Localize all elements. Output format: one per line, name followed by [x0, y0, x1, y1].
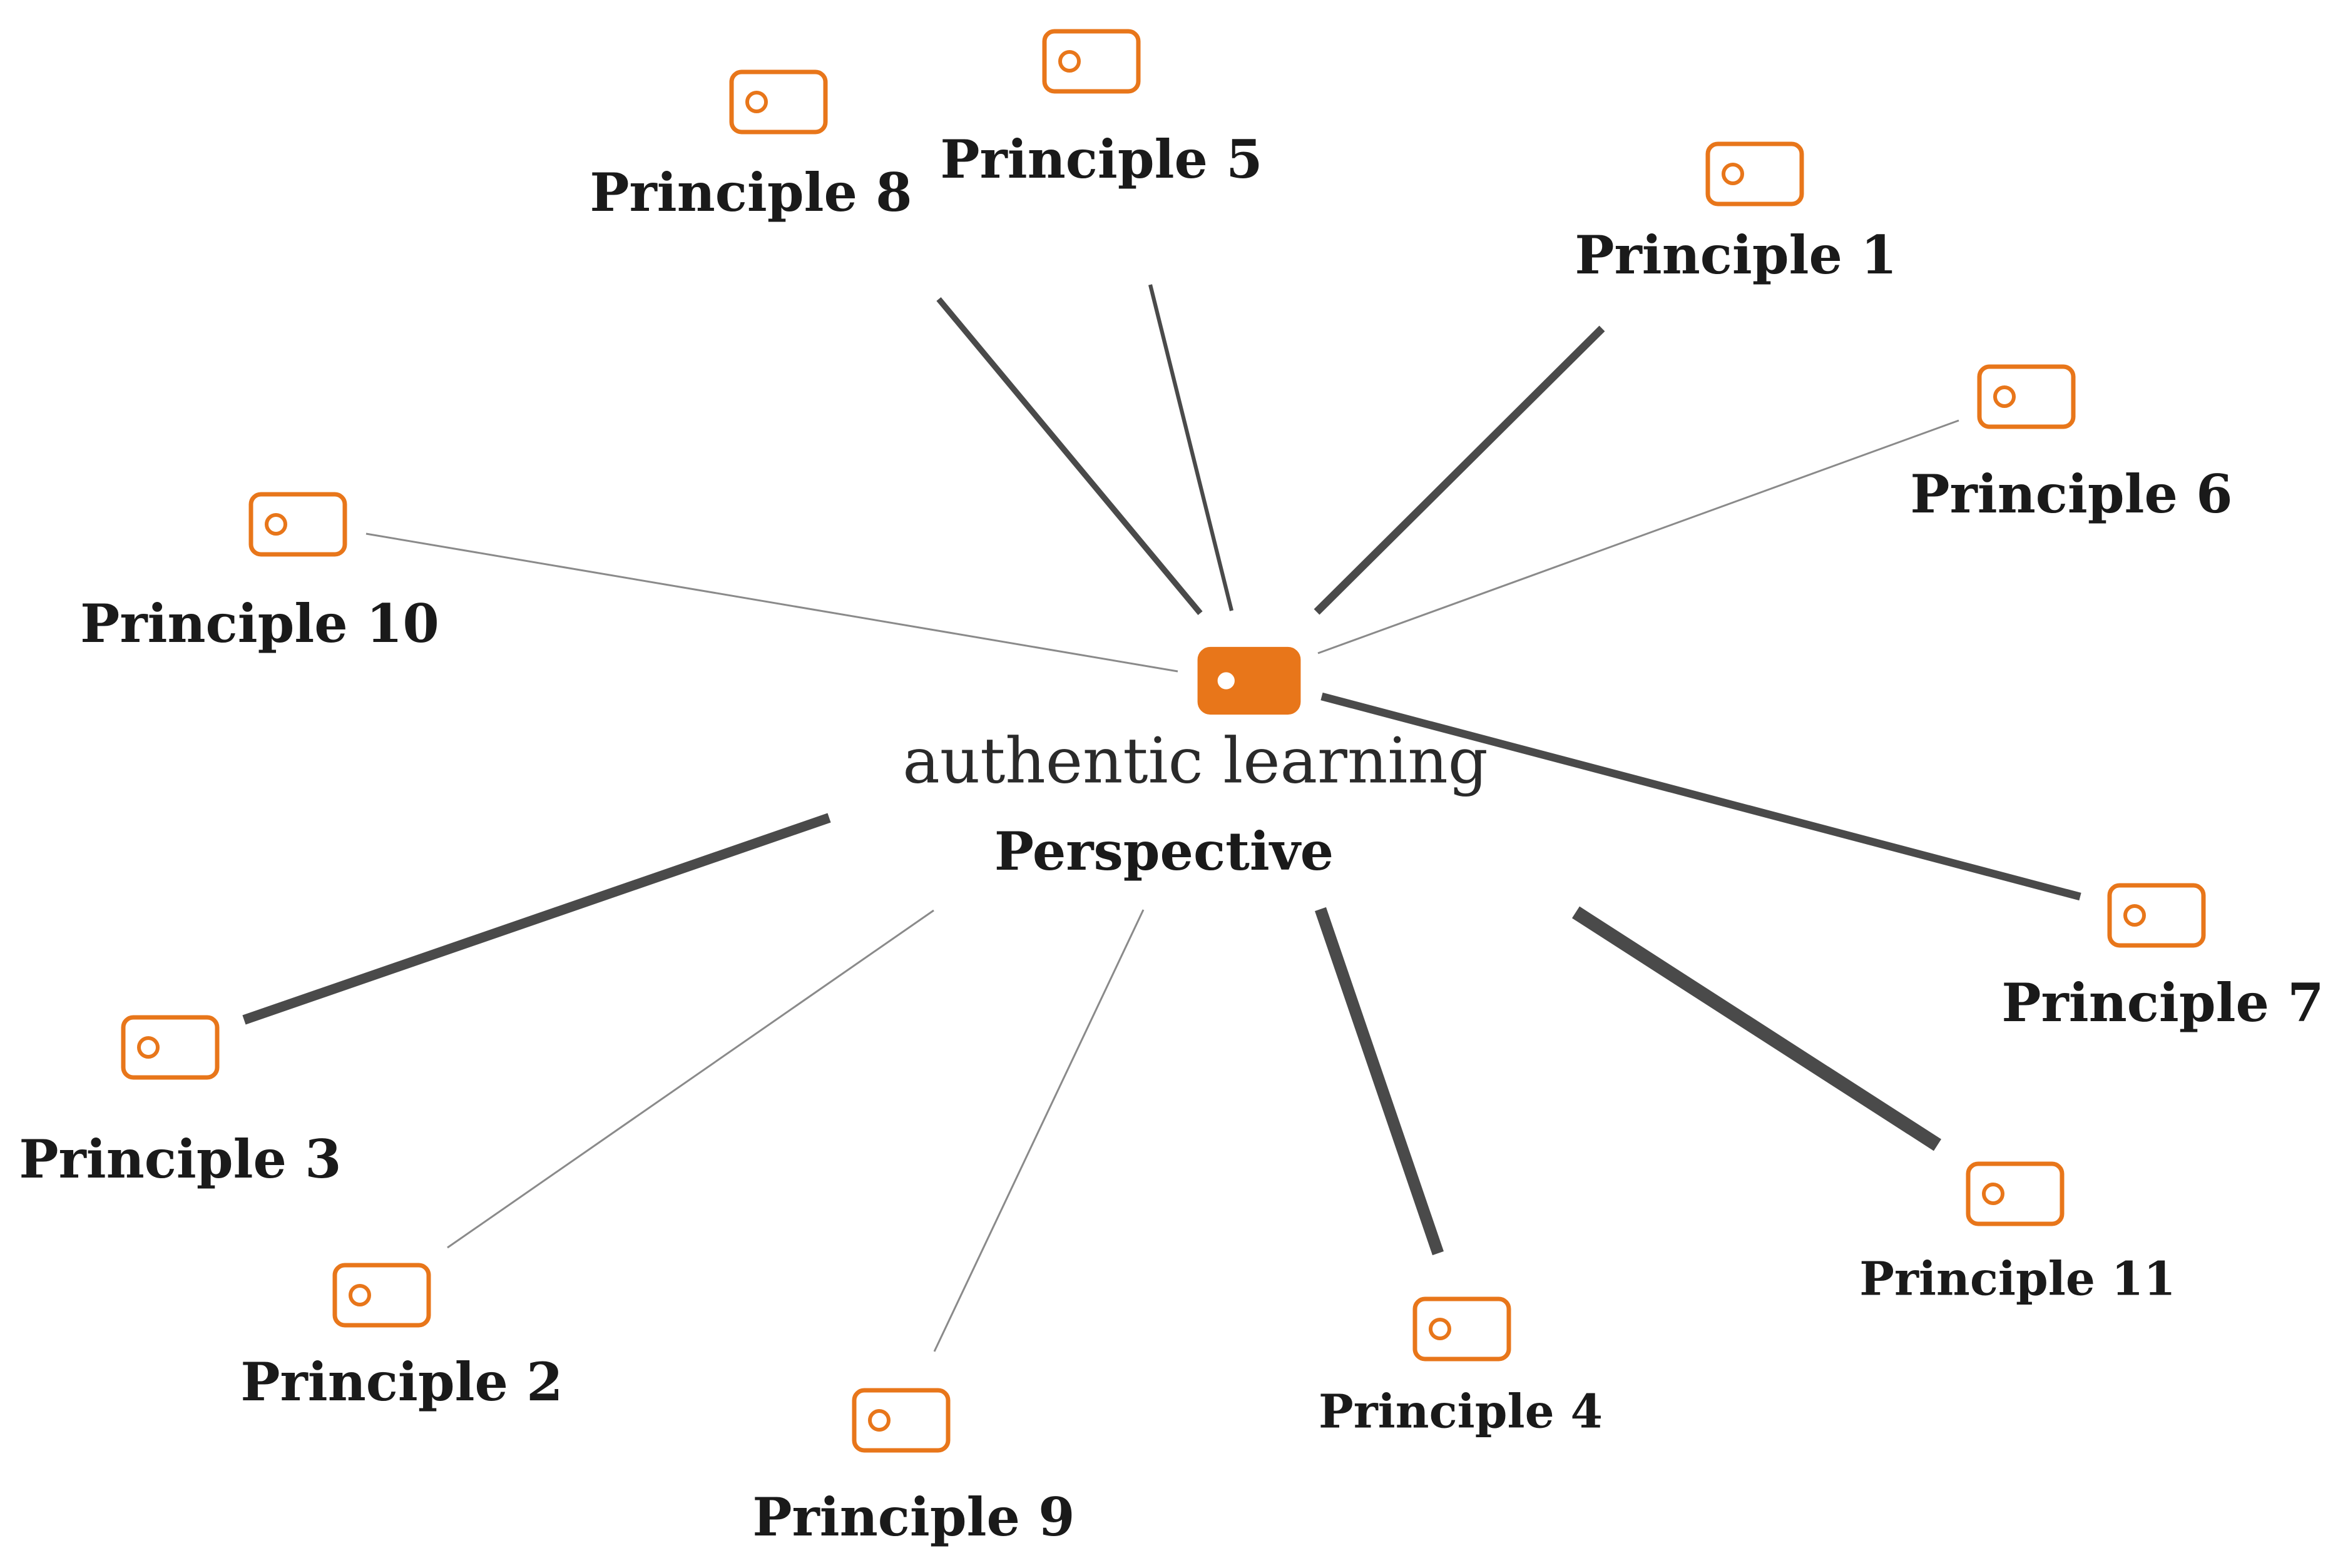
tag-icon — [121, 1015, 220, 1080]
node-label-p4: Principle 4 — [1319, 1385, 1603, 1439]
node-label-p3: Principle 3 — [19, 1128, 341, 1190]
tag-icon-hole — [2123, 904, 2146, 927]
edge-p6 — [1317, 419, 1959, 654]
tag-icon — [1042, 29, 1141, 94]
tag-icon — [1197, 646, 1301, 715]
node-label-p2: Principle 2 — [240, 1351, 563, 1413]
edge-p7 — [1320, 692, 2081, 901]
tag-icon-hole — [1993, 385, 2016, 408]
node-p11[interactable]: Principle 11 — [1859, 1161, 2176, 1306]
edge-p4 — [1315, 907, 1444, 1256]
tag-icon-body — [2107, 883, 2206, 948]
tag-icon — [248, 492, 347, 557]
tag-icon-hole — [1217, 672, 1235, 690]
edge-p5 — [1148, 284, 1234, 611]
tag-icon — [1705, 141, 1804, 206]
node-p9[interactable]: Principle 9 — [752, 1388, 1075, 1548]
edges-layer — [242, 284, 2081, 1352]
node-label-p8: Principle 8 — [590, 161, 912, 223]
node-p1[interactable]: Principle 1 — [1575, 141, 1897, 286]
edge-p10 — [365, 532, 1178, 673]
tag-icon-body — [729, 69, 828, 135]
tag-icon — [1966, 1161, 2065, 1226]
tag-icon-body — [1705, 141, 1804, 206]
tag-icon-body — [852, 1388, 951, 1453]
node-p4[interactable]: Principle 4 — [1319, 1296, 1603, 1439]
node-p7[interactable]: Principle 7 — [2001, 883, 2324, 1034]
edge-p8 — [936, 297, 1203, 616]
tag-icon — [1977, 364, 2076, 429]
node-label-p6: Principle 6 — [1910, 463, 2232, 525]
tag-icon-hole — [265, 513, 287, 536]
tag-icon-hole — [1982, 1183, 2004, 1205]
node-label-p10: Principle 10 — [80, 593, 439, 654]
tag-icon-body — [1966, 1161, 2065, 1226]
tag-icon — [1197, 646, 1301, 715]
node-p6[interactable]: Principle 6 — [1910, 364, 2233, 525]
tag-icon-body — [1977, 364, 2076, 429]
tag-icon — [332, 1263, 431, 1328]
tag-icon-hole — [868, 1409, 891, 1432]
node-p3[interactable]: Principle 3 — [19, 1015, 342, 1190]
tag-icon-body — [332, 1263, 431, 1328]
tag-icon-hole — [137, 1036, 160, 1059]
tag-icon-body — [1197, 646, 1301, 715]
tag-icon-hole — [1722, 163, 1744, 185]
tag-icon-body — [121, 1015, 220, 1080]
edge-p3 — [242, 813, 831, 1025]
tag-icon-body — [1412, 1296, 1511, 1362]
node-p8[interactable]: Principle 8 — [590, 69, 912, 223]
node-label-p5: Principle 5 — [940, 128, 1262, 190]
node-p2[interactable]: Principle 2 — [240, 1263, 563, 1413]
center-node[interactable]: authentic learning Perspective — [902, 646, 1488, 882]
edge-p11 — [1571, 906, 1942, 1151]
edge-p9 — [933, 909, 1145, 1352]
tag-icon — [2107, 883, 2206, 948]
center-subtitle: Perspective — [994, 820, 1334, 882]
node-label-p11: Principle 11 — [1859, 1253, 2175, 1306]
node-p10[interactable]: Principle 10 — [80, 492, 439, 654]
tag-icon-hole — [349, 1284, 371, 1306]
tag-icon-hole — [745, 91, 768, 113]
tag-icon-body — [1042, 29, 1141, 94]
node-label-p9: Principle 9 — [752, 1486, 1075, 1548]
tag-icon — [852, 1388, 951, 1453]
edge-p1 — [1314, 325, 1605, 615]
node-label-p7: Principle 7 — [2001, 972, 2324, 1034]
tag-icon — [1412, 1296, 1511, 1362]
tag-icon — [729, 69, 828, 135]
node-p5[interactable]: Principle 5 — [940, 29, 1263, 190]
edge-p2 — [447, 909, 934, 1249]
tag-icon-body — [248, 492, 347, 557]
center-title: authentic learning — [902, 725, 1488, 798]
nodes-layer: Principle 8 Principle 5 Principle 1 Princip… — [19, 29, 2324, 1548]
tag-icon-hole — [1058, 50, 1081, 73]
tag-icon-hole — [1429, 1318, 1451, 1340]
node-label-p1: Principle 1 — [1575, 224, 1897, 286]
